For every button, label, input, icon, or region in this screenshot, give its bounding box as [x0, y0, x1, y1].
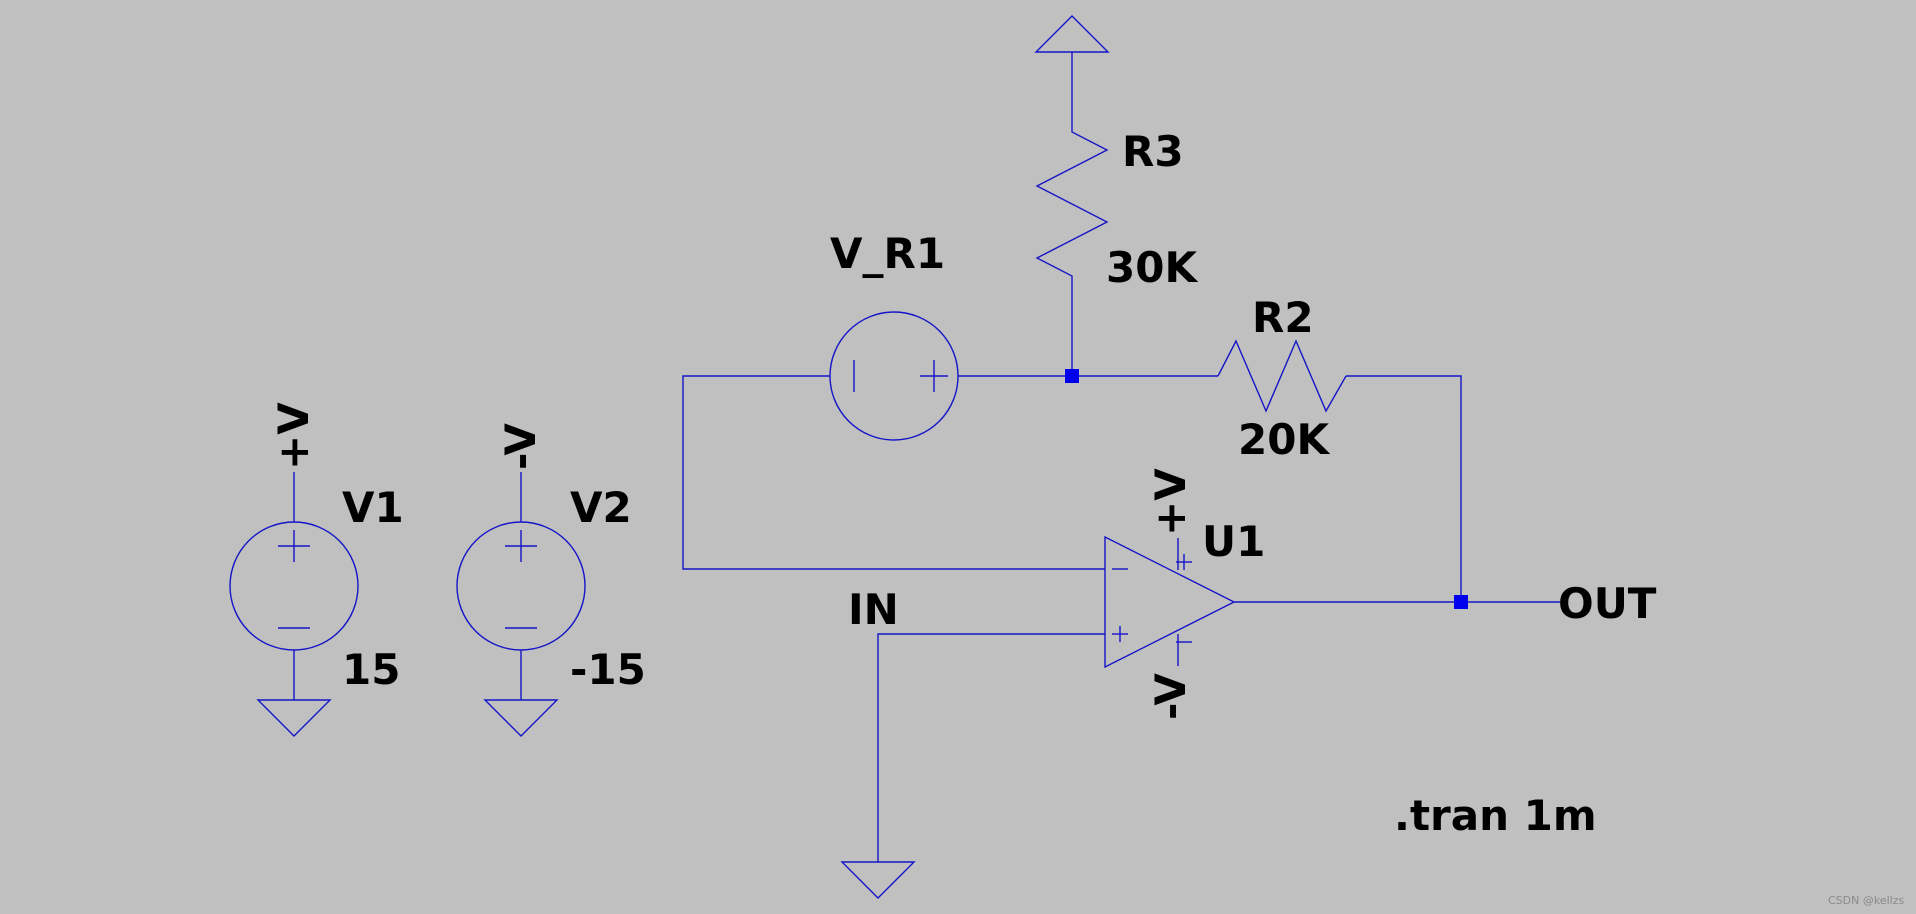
in-ground-symbol	[840, 861, 916, 899]
v2-ground-symbol	[483, 699, 559, 737]
r3-resistor[interactable]	[1035, 52, 1109, 376]
u1-opamp[interactable]	[1104, 535, 1236, 669]
vr1-voltage-source[interactable]	[829, 311, 959, 441]
wire-vr1-to-inverting	[682, 375, 1105, 570]
u1-ref-label: U1	[1202, 517, 1265, 566]
v2-neg-net-label: -V	[496, 423, 545, 470]
vr1-ref-label: V_R1	[830, 229, 945, 278]
wire-noninverting-to-ground	[877, 633, 1105, 862]
junction-output	[1454, 595, 1468, 609]
v1-value-label: 15	[342, 645, 400, 694]
r2-resistor[interactable]	[1217, 339, 1347, 413]
v1-ref-label: V1	[342, 483, 404, 532]
r3-ref-label: R3	[1122, 127, 1184, 176]
v1-voltage-source[interactable]	[229, 521, 359, 651]
r3-value-label: 30K	[1106, 243, 1198, 292]
junction-r3	[1065, 369, 1079, 383]
v2-voltage-source[interactable]	[456, 521, 586, 651]
v2-ref-label: V2	[570, 483, 632, 532]
spice-directive[interactable]: .tran 1m	[1394, 791, 1597, 840]
watermark-text: CSDN @kellzs	[1828, 894, 1904, 907]
r3-ground-symbol	[1034, 15, 1110, 53]
wire-r2-to-output	[1346, 375, 1462, 602]
r2-value-label: 20K	[1238, 415, 1330, 464]
v1-pos-net-label: +V	[269, 402, 318, 470]
v1-ground-symbol	[256, 699, 332, 737]
out-net-label: OUT	[1558, 579, 1657, 628]
u1-neg-supply-label: -V	[1146, 673, 1195, 720]
u1-pos-supply-label: +V	[1146, 468, 1195, 536]
v2-value-label: -15	[570, 645, 646, 694]
r2-ref-label: R2	[1252, 293, 1314, 342]
in-net-label: IN	[848, 585, 899, 634]
